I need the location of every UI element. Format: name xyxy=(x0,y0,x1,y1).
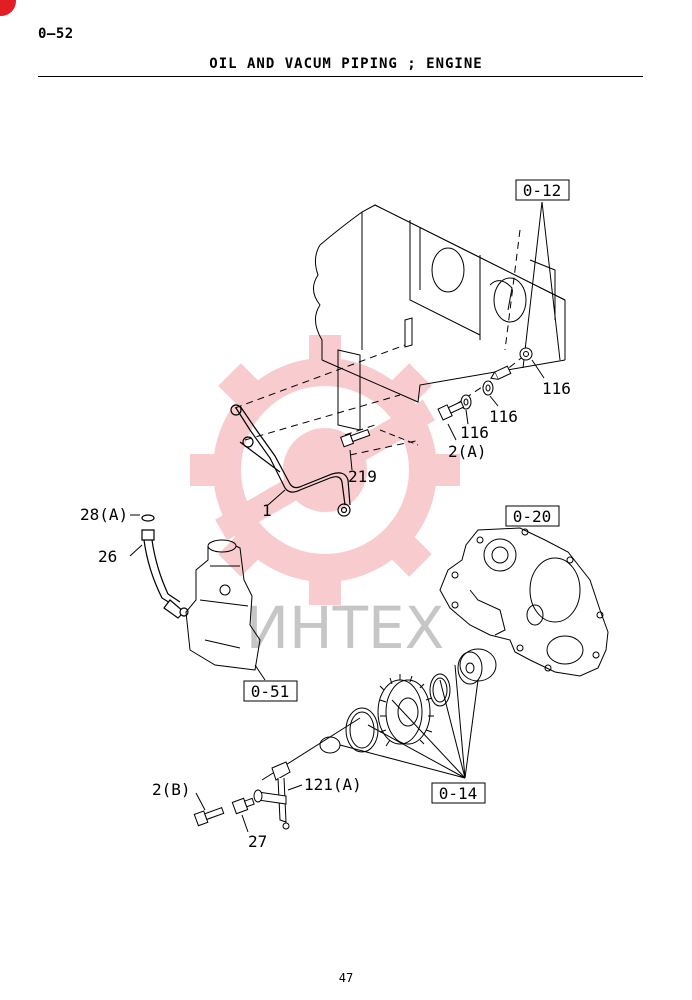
label-2b: 2(B) xyxy=(152,780,191,799)
callout-leaders xyxy=(254,201,561,779)
callout-0-20: 0-20 xyxy=(505,505,560,527)
label-121a: 121(A) xyxy=(304,775,362,794)
svg-text:0-51: 0-51 xyxy=(251,682,290,701)
callout-0-12: 0-12 xyxy=(515,179,570,201)
fasteners-upper xyxy=(340,347,533,448)
watermark-text: ИНТЕХ xyxy=(246,594,445,662)
label-219: 219 xyxy=(348,467,377,486)
label-27: 27 xyxy=(248,832,267,851)
label-leaders xyxy=(129,359,545,833)
callout-0-51: 0-51 xyxy=(243,680,298,702)
engine-block xyxy=(313,204,566,446)
watermark: ИНТЕХ xyxy=(190,335,460,662)
title-divider xyxy=(38,76,643,77)
gear-assembly xyxy=(319,648,497,754)
label-116-a: 116 xyxy=(542,379,571,398)
label-26: 26 xyxy=(98,547,117,566)
watermark-gear-icon xyxy=(190,335,460,605)
label-28a: 28(A) xyxy=(80,505,128,524)
fasteners-lower xyxy=(193,761,291,830)
gear-icon xyxy=(377,674,434,747)
label-2a: 2(A) xyxy=(448,442,487,461)
timing-gear-case xyxy=(439,527,609,677)
oil-pipe xyxy=(230,404,351,517)
label-116-c: 116 xyxy=(460,423,489,442)
svg-text:0-20: 0-20 xyxy=(513,507,552,526)
hose-26 xyxy=(141,514,189,619)
svg-text:0-14: 0-14 xyxy=(439,784,478,803)
callout-0-14: 0-14 xyxy=(431,782,486,804)
svg-text:0-12: 0-12 xyxy=(523,181,562,200)
label-116-b: 116 xyxy=(489,407,518,426)
page-code: 0—52 xyxy=(38,26,74,42)
injection-pump xyxy=(185,539,261,671)
label-1: 1 xyxy=(262,501,272,520)
page-number: 47 xyxy=(338,971,354,985)
page-title: OIL AND VACUM PIPING ; ENGINE xyxy=(209,56,483,72)
part-labels: 116 116 116 2(A) 219 1 28(A) 26 2(B) 121… xyxy=(80,379,571,851)
